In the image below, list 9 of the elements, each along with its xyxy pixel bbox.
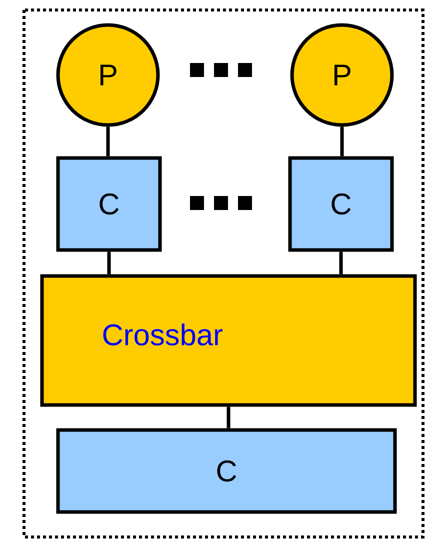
connector-line xyxy=(107,252,111,274)
connector-line xyxy=(226,406,230,428)
crossbar-box: Crossbar xyxy=(40,274,417,407)
cache-box: C xyxy=(56,156,162,252)
cache-box: C xyxy=(288,156,394,252)
cache-box: C xyxy=(56,428,397,514)
connector-line xyxy=(340,126,344,156)
connector-line xyxy=(106,126,110,156)
connector-line xyxy=(339,252,343,274)
